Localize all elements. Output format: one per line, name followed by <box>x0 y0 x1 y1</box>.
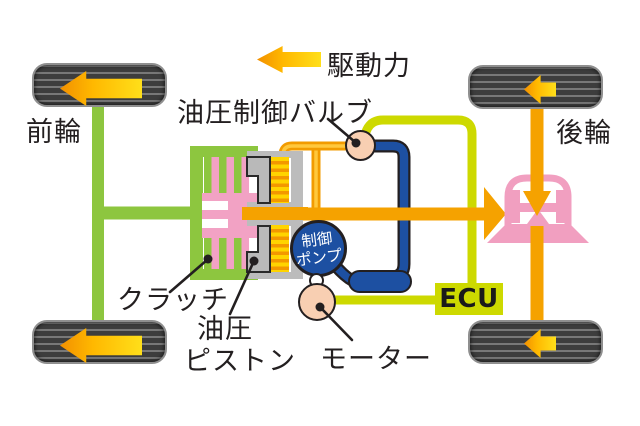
differential-cross-shaft <box>510 203 566 212</box>
ecu-label: ECU <box>439 284 499 314</box>
motor-circle-icon <box>298 283 336 321</box>
hydraulic-piston-top <box>270 157 289 203</box>
front-right-drive-arrow-icon <box>60 328 142 363</box>
clutch-drum-bottom-bar <box>190 269 258 280</box>
front-wheel-label: 前輪 <box>26 117 82 148</box>
clutch-hub-spline-slot-bottom <box>202 219 228 228</box>
front-left-tire <box>32 63 167 107</box>
rear-left-tire <box>468 65 603 109</box>
rear-right-tire <box>468 320 603 364</box>
rear-right-drive-arrow-icon <box>524 329 556 358</box>
hydraulic-piston-label-line1: 油圧 <box>197 314 253 345</box>
propeller-shaft-arrowhead <box>484 187 506 240</box>
rear-axle-arrowhead <box>523 191 551 216</box>
differential-right-gear <box>556 190 565 223</box>
control-pump: 制御ポンプ <box>290 220 347 277</box>
hydraulic-piston-label-line2: ピストン <box>184 346 296 377</box>
ecu-box: ECU <box>435 283 503 315</box>
piston-housing-top-cap <box>247 151 303 158</box>
accumulator-capsule <box>348 270 412 293</box>
front-right-tire <box>32 320 167 364</box>
hydraulic-piston-bottom <box>270 225 289 272</box>
clutch-drum-left-bar <box>190 146 203 280</box>
clutch-hub-spline-slot-top <box>202 201 228 210</box>
clutch-plate-pack-top <box>204 157 249 194</box>
piston-leader-dot <box>249 256 259 266</box>
clutch-plate-pack-bottom <box>204 237 249 269</box>
motor-label: モーター <box>320 344 432 375</box>
front-left-drive-arrow-icon <box>60 71 142 106</box>
drive-force-arrow-icon <box>257 46 321 73</box>
differential-up-arrow <box>527 209 549 224</box>
shaft-through-housing <box>242 207 308 220</box>
differential-left-gear <box>511 190 520 223</box>
rear-wheel-label: 後輪 <box>556 118 612 149</box>
piston-housing-bottom-cap <box>247 272 303 279</box>
differential-dome <box>504 174 572 227</box>
drive-force-label: 駆動力 <box>327 51 411 82</box>
blue-pipe <box>371 141 409 282</box>
differential-skirt <box>487 224 589 243</box>
control-pump-label: 制御ポンプ <box>295 228 344 270</box>
hydraulic-control-valve-icon <box>345 130 376 161</box>
blue-pipe-outline <box>371 139 411 284</box>
hydraulic-control-valve-label: 油圧制御バルブ <box>177 98 373 129</box>
clutch-drum-top-bar <box>190 146 258 157</box>
valve-to-ecu-signal-line <box>359 115 477 285</box>
rear-left-drive-arrow-icon <box>524 75 556 104</box>
